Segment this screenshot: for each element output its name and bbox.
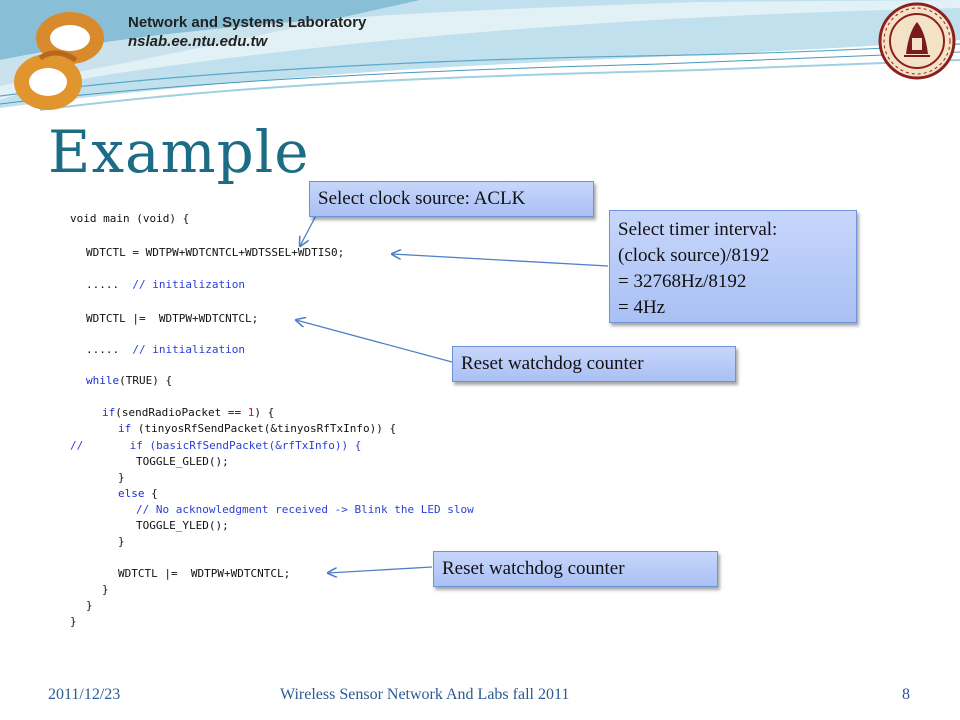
code-text: } bbox=[118, 471, 125, 484]
code-keyword: if bbox=[118, 422, 132, 435]
code-line: // if (basicRfSendPacket(&rfTxInfo)) { bbox=[70, 439, 361, 452]
code-text: ..... bbox=[86, 343, 120, 356]
footer-course: Wireless Sensor Network And Labs fall 20… bbox=[280, 686, 570, 703]
code-number: 1 bbox=[247, 406, 255, 419]
code-line: WDTCTL = WDTPW+WDTCNTCL+WDTSSEL+WDTIS0; bbox=[86, 246, 344, 259]
code-keyword: else bbox=[118, 487, 145, 500]
code-text: (TRUE) { bbox=[119, 374, 173, 387]
code-text: } bbox=[70, 615, 77, 628]
arrow-reset-1 bbox=[296, 320, 453, 363]
arrow-timer-interval bbox=[392, 254, 609, 267]
code-text: WDTCTL = WDTPW+WDTCNTCL+WDTSSEL+WDTIS0; bbox=[86, 246, 345, 259]
header-swoosh-background bbox=[0, 0, 960, 111]
code-line: WDTCTL |= WDTPW+WDTCNTCL; bbox=[118, 567, 290, 580]
code-line: void main (void) { bbox=[70, 212, 189, 225]
code-line: WDTCTL |= WDTPW+WDTCNTCL; bbox=[86, 312, 258, 325]
code-text: TOGGLE_YLED(); bbox=[136, 519, 229, 532]
callout-text: Reset watchdog counter bbox=[442, 558, 625, 579]
code-text: { bbox=[144, 487, 158, 500]
callout-reset-1: Reset watchdog counter bbox=[452, 346, 736, 382]
code-line: } bbox=[70, 615, 77, 628]
footer-date: 2011/12/23 bbox=[48, 686, 121, 703]
code-line: } bbox=[118, 471, 125, 484]
code-line: ..... // initialization bbox=[86, 278, 245, 291]
code-line: } bbox=[102, 583, 109, 596]
code-comment: // initialization bbox=[132, 343, 245, 356]
code-text: (tinyosRfSendPacket(&tinyosRfTxInfo)) { bbox=[131, 422, 397, 435]
callout-timer-interval: Select timer interval: (clock source)/81… bbox=[609, 210, 857, 323]
code-text: (sendRadioPacket == bbox=[115, 406, 248, 419]
code-line: if (tinyosRfSendPacket(&tinyosRfTxInfo))… bbox=[118, 422, 396, 435]
code-text: } bbox=[102, 583, 109, 596]
code-text: WDTCTL |= WDTPW+WDTCNTCL; bbox=[118, 567, 291, 580]
code-line: // No acknowledgment received -> Blink t… bbox=[136, 503, 474, 516]
code-text: TOGGLE_GLED(); bbox=[136, 455, 229, 468]
code-line: } bbox=[86, 599, 93, 612]
code-keyword: if bbox=[102, 406, 116, 419]
code-line: if(sendRadioPacket == 1) { bbox=[102, 406, 274, 419]
code-line: ..... // initialization bbox=[86, 343, 245, 356]
code-line: while(TRUE) { bbox=[86, 374, 172, 387]
callout-text: Select clock source: ACLK bbox=[318, 188, 526, 209]
slide-title: Example bbox=[48, 118, 310, 186]
code-comment: // initialization bbox=[132, 278, 245, 291]
code-line: TOGGLE_GLED(); bbox=[136, 455, 229, 468]
code-line: TOGGLE_YLED(); bbox=[136, 519, 229, 532]
code-text: ) { bbox=[254, 406, 275, 419]
code-comment: // No acknowledgment received -> Blink t… bbox=[136, 503, 474, 516]
callout-clock-source: Select clock source: ACLK bbox=[309, 181, 594, 217]
callout-text: Reset watchdog counter bbox=[461, 353, 644, 374]
code-text: WDTCTL |= WDTPW+WDTCNTCL; bbox=[86, 312, 259, 325]
code-line: } bbox=[118, 535, 125, 548]
nslab-logo-icon bbox=[14, 12, 104, 110]
code-text: void main (void) { bbox=[70, 212, 190, 225]
lab-url: nslab.ee.ntu.edu.tw bbox=[128, 33, 268, 50]
footer-page-number: 8 bbox=[902, 686, 910, 703]
code-text: } bbox=[118, 535, 125, 548]
code-line: else { bbox=[118, 487, 158, 500]
code-comment: // if (basicRfSendPacket(&rfTxInfo)) { bbox=[70, 439, 362, 452]
ntu-seal-icon bbox=[878, 2, 956, 80]
arrow-reset-2 bbox=[328, 566, 433, 573]
code-keyword: while bbox=[86, 374, 120, 387]
callout-reset-2: Reset watchdog counter bbox=[433, 551, 718, 587]
callout-text: Select timer interval: (clock source)/81… bbox=[618, 219, 778, 318]
code-text: ..... bbox=[86, 278, 120, 291]
lab-name: Network and Systems Laboratory bbox=[128, 14, 367, 31]
code-text: } bbox=[86, 599, 93, 612]
